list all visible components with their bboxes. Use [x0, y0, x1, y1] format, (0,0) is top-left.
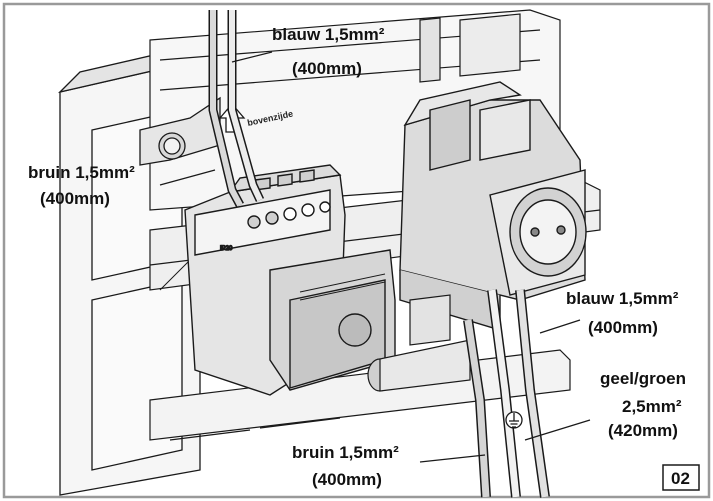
- right-green-label-line2: 2,5mm²: [622, 397, 682, 416]
- pushbutton-block: [139, 96, 221, 166]
- right-blue-label: blauw 1,5mm² (400mm): [566, 289, 679, 337]
- wires: [208, 10, 550, 498]
- earth-ground-icon: [505, 411, 523, 429]
- left-brown-label-line1: bruin 1,5mm²: [28, 163, 135, 182]
- right-blue-label-line1: blauw 1,5mm²: [566, 289, 679, 308]
- right-blue-label-line2: (400mm): [588, 318, 658, 337]
- left-brown-label: bruin 1,5mm² (400mm): [28, 163, 135, 208]
- right-green-label-line1: geel/groen: [600, 369, 686, 388]
- figure-number-badge: 02: [662, 464, 700, 491]
- top-blue-label: blauw 1,5mm² (400mm): [272, 25, 385, 78]
- bottom-brown-label-line2: (400mm): [312, 470, 382, 489]
- right-green-label-line3: (420mm): [608, 421, 678, 440]
- module-marking: IP20: [220, 246, 233, 252]
- socket-module: [399, 81, 587, 331]
- bottom-brown-label: bruin 1,5mm² (400mm): [292, 443, 399, 489]
- right-green-label: geel/groen 2,5mm² (420mm): [600, 369, 686, 440]
- left-brown-label-line2: (400mm): [40, 189, 110, 208]
- figure-number: 02: [671, 469, 690, 488]
- leader-lines: [159, 51, 591, 463]
- top-blue-label-line1: blauw 1,5mm²: [272, 25, 385, 44]
- bottom-brown-label-line1: bruin 1,5mm²: [292, 443, 399, 462]
- din-clamp: [367, 294, 471, 392]
- top-blue-label-line2: (400mm): [292, 59, 362, 78]
